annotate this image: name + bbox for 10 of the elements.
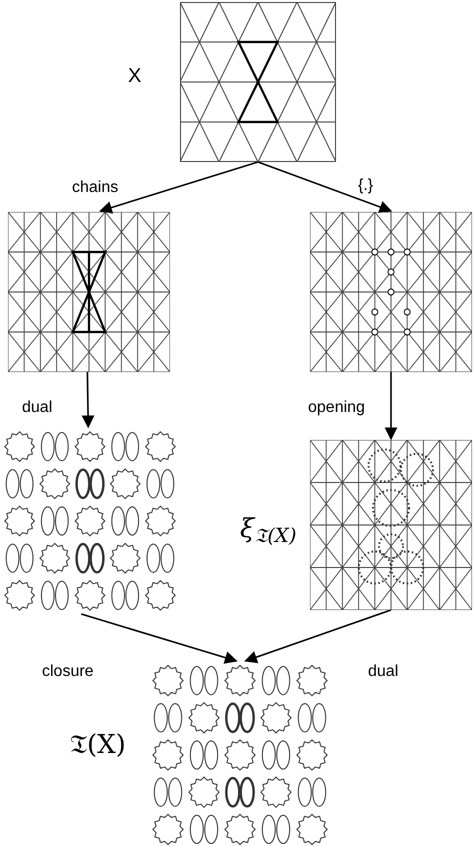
edge-label: opening [306,398,367,418]
arrow [82,372,94,428]
arrow [384,372,398,440]
arrow [99,161,258,214]
math-label: 𝔗(X) [70,732,126,758]
arrow [258,161,392,214]
edge-label: {.} [356,176,376,196]
arrow [80,613,238,664]
arrow [244,609,392,664]
math-label: X [128,66,142,86]
